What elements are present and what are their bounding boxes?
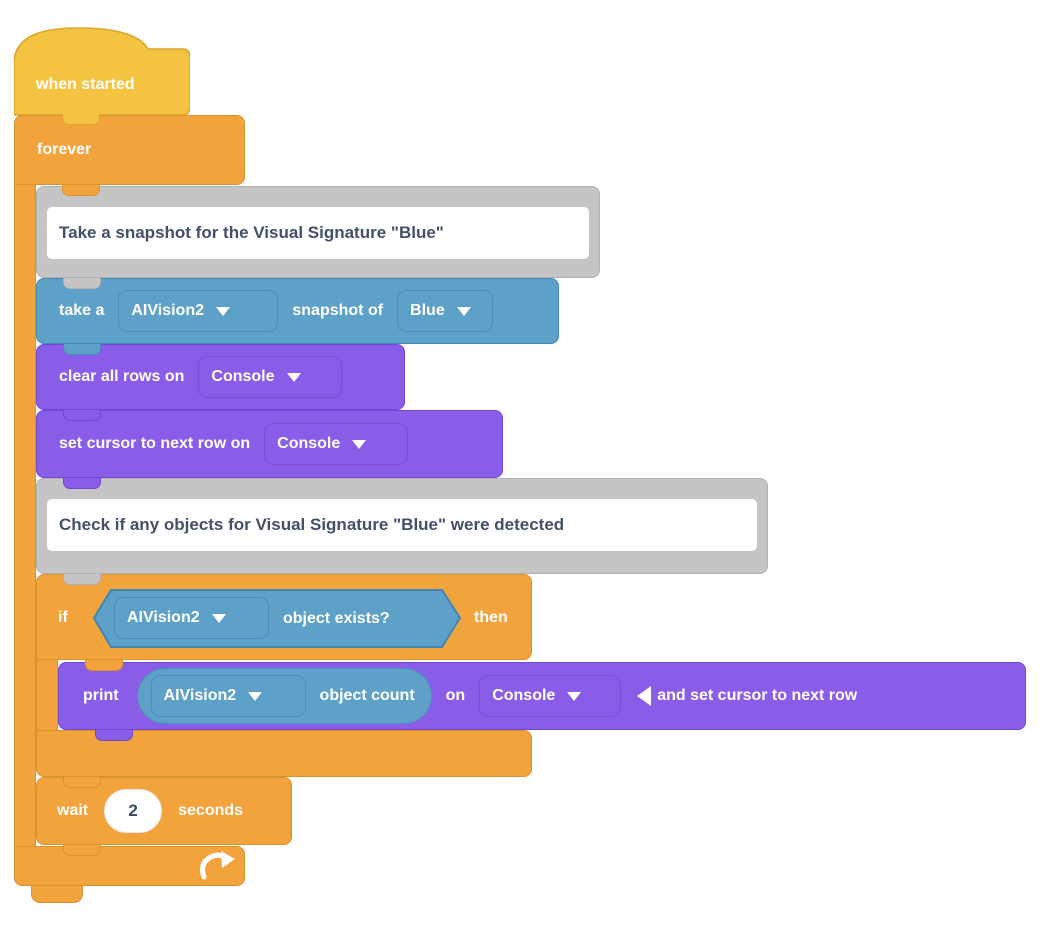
collapse-options-icon[interactable] [637,686,652,706]
dropdown-caret-icon [248,691,263,701]
wait-label: wait [57,802,89,819]
loop-arrow-icon [200,851,235,880]
comment-text: Take a snapshot for the Visual Signature… [59,223,444,242]
if-label: if [58,609,68,626]
block-tab [31,886,83,903]
console-dropdown-value: Console [277,435,341,452]
block-tab [63,410,101,421]
block-tab [63,344,101,355]
dropdown-caret-icon [211,613,226,623]
when-started-label: when started [36,76,135,93]
dropdown-caret-icon [286,372,301,382]
console-dropdown[interactable]: Console [198,356,343,398]
dropdown-caret-icon [216,306,230,316]
dropdown-caret-icon [567,691,582,701]
on-label: on [445,687,466,704]
wait-block[interactable]: wait 2 seconds [36,777,292,856]
take-snapshot-middle-label: snapshot of [292,302,384,319]
console-dropdown[interactable]: Console [479,675,622,717]
block-tab [95,730,133,741]
block-tab [62,185,100,196]
object-exists-condition[interactable]: AIVision2 object exists? [93,589,461,648]
comment-text: Check if any objects for Visual Signatur… [59,515,565,534]
print-suffix-label: and set cursor to next row [657,687,858,704]
camera-dropdown[interactable]: AIVision2 [150,675,306,717]
comment-text-area[interactable]: Take a snapshot for the Visual Signature… [47,207,589,259]
print-label: print [83,687,119,704]
console-dropdown-value: Console [492,687,556,704]
block-tab [63,845,101,856]
camera-dropdown-value: AIVision2 [163,687,237,704]
hat-shape [13,27,191,116]
dropdown-caret-icon [352,439,367,449]
comment-text-area[interactable]: Check if any objects for Visual Signatur… [47,499,757,551]
reporter-label: object count [319,687,415,704]
when-started-block[interactable]: when started [13,27,191,127]
print-block[interactable]: print AIVision2 object count on Console … [58,662,1026,741]
dropdown-caret-icon [456,306,471,316]
take-snapshot-block[interactable]: take a AIVision2 snapshot of Blue [36,278,559,355]
if-left-arm [36,660,58,732]
duration-value: 2 [128,801,138,820]
forever-label: forever [37,141,92,158]
set-cursor-block[interactable]: set cursor to next row on Console [36,410,503,489]
forever-left-arm [14,185,36,846]
take-snapshot-prefix-label: take a [59,302,105,319]
if-block[interactable]: if AIVision2 object exists? then [36,574,532,671]
camera-dropdown[interactable]: AIVision2 [118,290,279,332]
condition-label: object exists? [283,609,390,627]
set-cursor-label: set cursor to next row on [59,435,251,452]
clear-rows-block[interactable]: clear all rows on Console [36,344,405,421]
forever-block[interactable]: forever [14,115,245,196]
block-tab [63,777,101,788]
duration-input[interactable]: 2 [104,789,163,833]
signature-dropdown[interactable]: Blue [397,290,494,332]
block-tab [63,278,101,289]
block-tab [62,114,100,125]
seconds-label: seconds [178,802,244,819]
block-tab [85,660,123,671]
block-tab [63,478,101,489]
comment-block-snapshot[interactable]: Take a snapshot for the Visual Signature… [36,186,600,289]
console-dropdown[interactable]: Console [264,423,409,465]
camera-dropdown-value: AIVision2 [127,609,200,626]
camera-dropdown-value: AIVision2 [131,302,204,319]
signature-dropdown-value: Blue [410,302,445,319]
forever-end-bar[interactable] [14,846,245,903]
then-label: then [474,609,508,626]
comment-block-check[interactable]: Check if any objects for Visual Signatur… [36,478,768,585]
clear-rows-label: clear all rows on [59,368,185,385]
console-dropdown-value: Console [211,368,275,385]
hexagon-shape [93,589,461,648]
camera-dropdown[interactable]: AIVision2 [114,597,269,639]
object-count-reporter[interactable]: AIVision2 object count [136,668,432,724]
block-tab [63,574,101,585]
